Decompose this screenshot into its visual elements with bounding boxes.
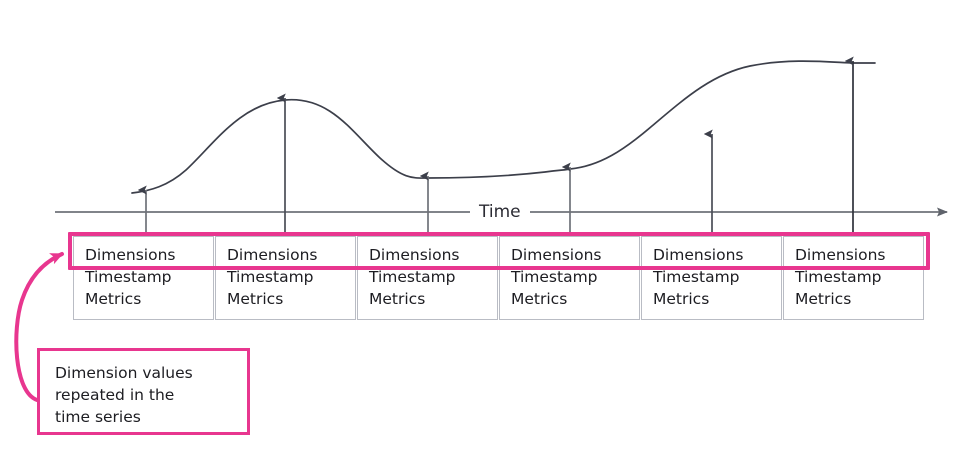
record-metrics-label: Metrics xyxy=(227,290,284,308)
record-dimensions-label: Dimensions xyxy=(795,246,886,264)
record-box-1[interactable]: Dimensions Timestamp Metrics xyxy=(73,236,214,320)
record-dimensions-label: Dimensions xyxy=(653,246,744,264)
record-timestamp-label: Timestamp xyxy=(653,268,740,286)
record-metrics-label: Metrics xyxy=(653,290,710,308)
record-dimensions-label: Dimensions xyxy=(227,246,318,264)
record-timestamp-label: Timestamp xyxy=(85,268,172,286)
record-timestamp-label: Timestamp xyxy=(227,268,314,286)
time-axis-label: Time xyxy=(470,203,530,222)
record-dimensions-label: Dimensions xyxy=(85,246,176,264)
record-box-4[interactable]: Dimensions Timestamp Metrics xyxy=(499,236,640,320)
callout-line-2: repeated in the xyxy=(55,386,175,404)
callout-line-3: time series xyxy=(55,408,141,426)
record-dimensions-label: Dimensions xyxy=(511,246,602,264)
record-timestamp-label: Timestamp xyxy=(369,268,456,286)
callout-line-1: Dimension values xyxy=(55,364,193,382)
record-box-2[interactable]: Dimensions Timestamp Metrics xyxy=(215,236,356,320)
metric-curve xyxy=(131,60,876,194)
record-timestamp-label: Timestamp xyxy=(511,268,598,286)
record-box-3[interactable]: Dimensions Timestamp Metrics xyxy=(357,236,498,320)
callout-note: Dimension values repeated in the time se… xyxy=(37,348,250,435)
record-metrics-label: Metrics xyxy=(85,290,142,308)
callout-connector-arrow xyxy=(14,252,64,402)
record-metrics-label: Metrics xyxy=(511,290,568,308)
record-box-6[interactable]: Dimensions Timestamp Metrics xyxy=(783,236,924,320)
record-metrics-label: Metrics xyxy=(369,290,426,308)
record-dimensions-label: Dimensions xyxy=(369,246,460,264)
record-metrics-label: Metrics xyxy=(795,290,852,308)
record-box-5[interactable]: Dimensions Timestamp Metrics xyxy=(641,236,782,320)
record-timestamp-label: Timestamp xyxy=(795,268,882,286)
